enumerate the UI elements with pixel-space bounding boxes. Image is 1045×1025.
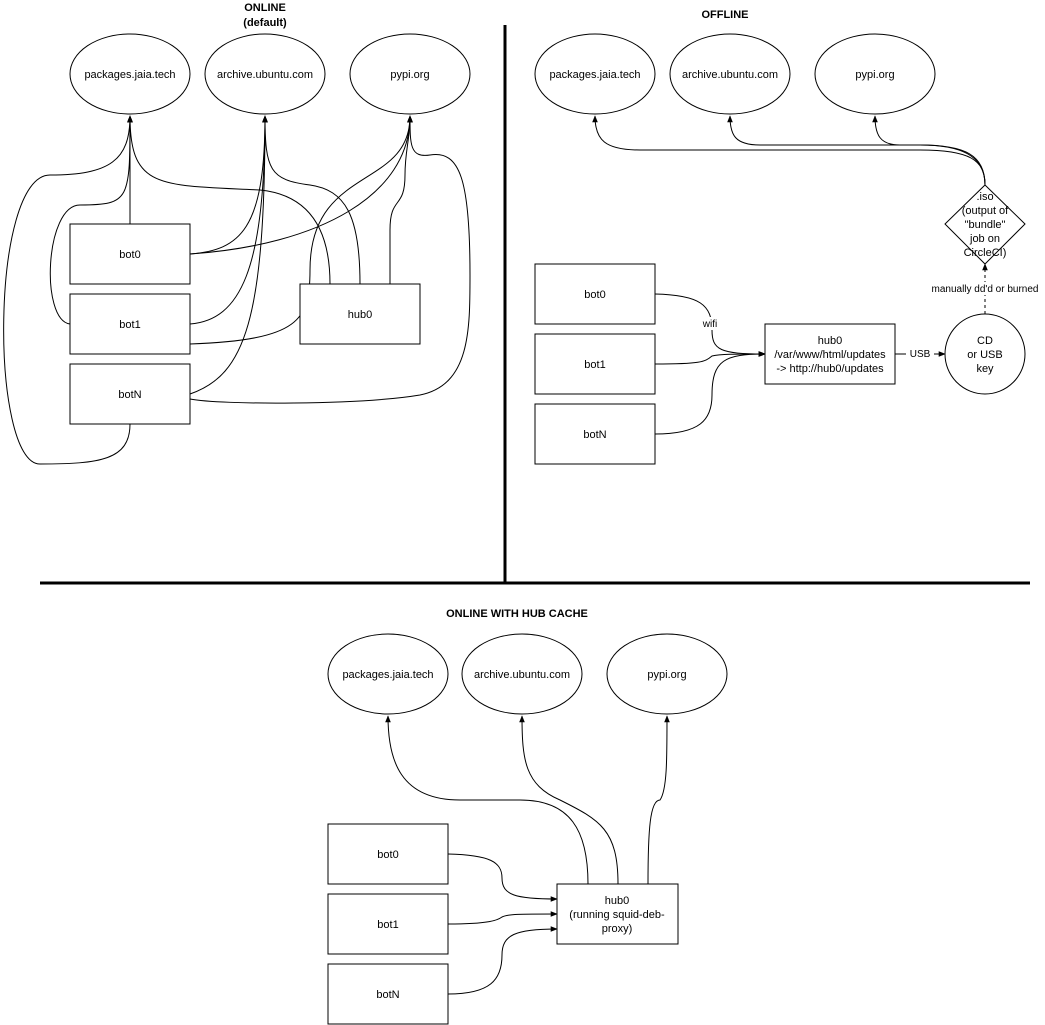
svg-text:job on: job on xyxy=(969,233,1000,245)
burn-label: manually dd'd or burned xyxy=(932,284,1039,295)
offline-botN: botN xyxy=(534,403,656,465)
offline-bot1: bot1 xyxy=(534,333,656,395)
svg-text:bot1: bot1 xyxy=(119,319,140,331)
online-source-pypi: pypi.org xyxy=(349,33,471,115)
cache-hub0: hub0 (running squid-deb- proxy) xyxy=(556,883,679,945)
svg-text:hub0: hub0 xyxy=(348,309,372,321)
edge-cachehub-packages xyxy=(385,715,589,885)
svg-text:"bundle": "bundle" xyxy=(965,219,1006,231)
cache-bot1: bot1 xyxy=(327,893,449,955)
edge-bot1-hub xyxy=(654,351,766,365)
hub-cache-section: packages.jaia.tech archive.ubuntu.com py… xyxy=(327,633,728,1025)
edge-cachebot1-hub xyxy=(447,911,558,925)
edge-cachehub-archive xyxy=(519,715,619,885)
svg-text:bot0: bot0 xyxy=(119,249,140,261)
usb-label-bg xyxy=(906,347,934,360)
edge-botN-hub xyxy=(654,351,766,435)
svg-text:/var/www/html/updates: /var/www/html/updates xyxy=(774,349,886,361)
svg-text:CD: CD xyxy=(977,335,993,347)
edge-iso-pypi xyxy=(872,115,986,186)
online-section-subtitle: (default) xyxy=(243,17,287,29)
offline-iso-decision: .iso (output of "bundle" job on CircleCI… xyxy=(944,184,1026,265)
svg-text:hub0: hub0 xyxy=(605,895,629,907)
svg-text:(output of: (output of xyxy=(962,205,1009,217)
edge-bot0-archive xyxy=(189,115,268,255)
svg-text:archive.ubuntu.com: archive.ubuntu.com xyxy=(682,69,778,81)
svg-text:archive.ubuntu.com: archive.ubuntu.com xyxy=(217,69,313,81)
offline-bot0: bot0 xyxy=(534,263,656,325)
svg-text:bot0: bot0 xyxy=(584,289,605,301)
edge-hub-packages xyxy=(127,115,331,285)
online-source-archive: archive.ubuntu.com xyxy=(204,33,326,115)
svg-text:packages.jaia.tech: packages.jaia.tech xyxy=(342,669,433,681)
svg-text:bot1: bot1 xyxy=(584,359,605,371)
svg-text:archive.ubuntu.com: archive.ubuntu.com xyxy=(474,669,570,681)
online-hub0: hub0 xyxy=(299,283,421,345)
edge-bot1-pypi xyxy=(189,115,413,345)
offline-section-title: OFFLINE xyxy=(701,9,748,21)
cache-botN: botN xyxy=(327,963,449,1025)
edge-botN-archive xyxy=(189,115,268,395)
wifi-label-bg xyxy=(699,317,721,330)
edge-bot0-pypi xyxy=(189,115,413,255)
edge-botN-packages xyxy=(3,115,133,465)
svg-text:pypi.org: pypi.org xyxy=(390,69,429,81)
svg-text:CircleCI): CircleCI) xyxy=(964,247,1007,259)
cache-bot0: bot0 xyxy=(327,823,449,885)
cache-source-pypi: pypi.org xyxy=(606,633,728,715)
edge-hub-pypi xyxy=(389,115,413,284)
svg-text:hub0: hub0 xyxy=(818,335,842,347)
edge-cachebot0-hub xyxy=(447,853,558,902)
svg-text:.iso: .iso xyxy=(976,191,993,203)
hub-cache-section-title: ONLINE WITH HUB CACHE xyxy=(446,608,588,620)
offline-section: wifi USB manually dd'd or burned package… xyxy=(534,33,1045,465)
svg-text:botN: botN xyxy=(583,429,606,441)
offline-source-archive: archive.ubuntu.com xyxy=(669,33,791,115)
svg-text:or USB: or USB xyxy=(967,349,1002,361)
svg-text:botN: botN xyxy=(118,389,141,401)
online-bot0: bot0 xyxy=(69,223,191,285)
online-bot1: bot1 xyxy=(69,293,191,355)
offline-hub0: hub0 /var/www/html/updates -> http://hub… xyxy=(764,323,896,385)
edge-bot1-archive xyxy=(189,115,268,325)
svg-text:packages.jaia.tech: packages.jaia.tech xyxy=(84,69,175,81)
svg-text:-> http://hub0/updates: -> http://hub0/updates xyxy=(776,363,884,375)
svg-text:botN: botN xyxy=(376,989,399,1001)
edge-cachehub-pypi xyxy=(647,715,670,885)
svg-text:(running squid-deb-: (running squid-deb- xyxy=(569,909,665,921)
online-botN: botN xyxy=(69,363,191,425)
edge-hub-archive xyxy=(262,115,361,285)
svg-text:proxy): proxy) xyxy=(602,923,633,935)
svg-text:pypi.org: pypi.org xyxy=(855,69,894,81)
svg-text:key: key xyxy=(976,363,994,375)
edge-bot1-packages xyxy=(49,115,133,325)
svg-text:packages.jaia.tech: packages.jaia.tech xyxy=(549,69,640,81)
svg-text:bot1: bot1 xyxy=(377,919,398,931)
offline-source-packages: packages.jaia.tech xyxy=(534,33,656,115)
cache-source-archive: archive.ubuntu.com xyxy=(461,633,583,715)
burn-label-bg xyxy=(925,282,1045,295)
edge-iso-packages xyxy=(592,115,986,186)
svg-text:bot0: bot0 xyxy=(377,849,398,861)
edge-botN-pypi xyxy=(189,115,471,404)
usb-label: USB xyxy=(910,349,931,360)
offline-source-pypi: pypi.org xyxy=(814,33,936,115)
edge-cachebotN-hub xyxy=(447,926,558,995)
online-section: packages.jaia.tech archive.ubuntu.com py… xyxy=(3,33,471,465)
online-section-title: ONLINE xyxy=(244,2,286,14)
svg-text:pypi.org: pypi.org xyxy=(647,669,686,681)
cache-source-packages: packages.jaia.tech xyxy=(327,633,449,715)
offline-media: CD or USB key xyxy=(944,313,1026,395)
wifi-label: wifi xyxy=(702,319,717,330)
online-source-packages: packages.jaia.tech xyxy=(69,33,191,115)
